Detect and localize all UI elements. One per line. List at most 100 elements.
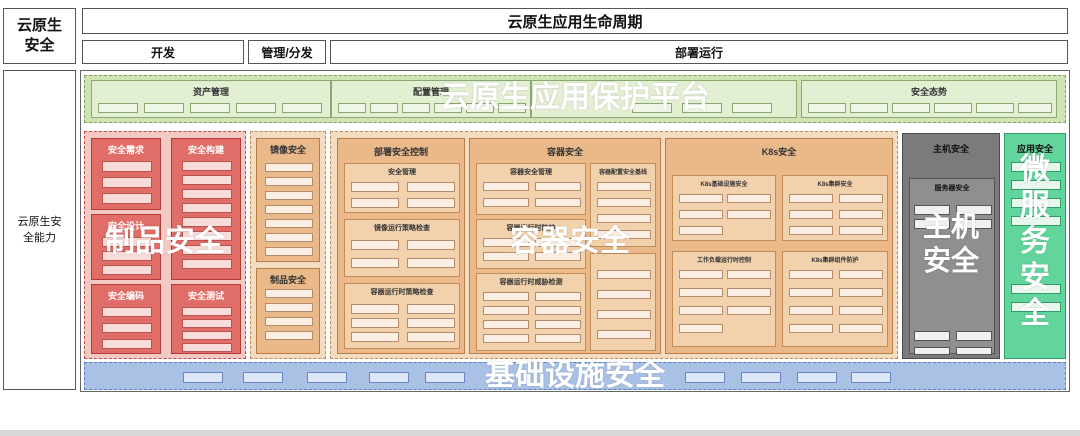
artifact-mgmt-column: 制品安全	[256, 268, 320, 354]
config-box	[498, 103, 526, 113]
runtime-policy-item	[351, 318, 399, 328]
build-item	[182, 245, 232, 255]
c-detect-item	[597, 330, 651, 339]
k8s-infra-item	[679, 226, 723, 235]
middle-group	[531, 80, 797, 118]
c-sec-mgmt-item	[483, 182, 529, 191]
c-detect-item	[597, 270, 651, 279]
k8s-infra-item	[679, 210, 723, 219]
k8s-cluster-item	[839, 194, 883, 203]
platform-overlay: 云原生应用保护平台	[440, 81, 710, 114]
c-sec-mgmt-item	[483, 198, 529, 207]
c-runtime-protect-item	[535, 238, 581, 247]
test-item	[182, 343, 232, 352]
corner-title: 云原生安全	[3, 8, 76, 64]
image-item	[265, 163, 313, 172]
container-title: 容器安全	[546, 147, 583, 157]
artifact-mgmt-item	[265, 303, 313, 312]
config-box	[370, 103, 398, 113]
server-title: 服务器安全	[934, 185, 970, 192]
design-title: 安全设计	[107, 221, 144, 231]
k8s-column: K8s安全 K8s基础设施安全 K8s集群安全 工作负载运行时控制	[665, 138, 893, 354]
runtime-policy-title: 容器运行时策略检查	[370, 289, 434, 296]
infra-item	[183, 372, 223, 383]
build-item	[182, 217, 232, 227]
c-sec-mgmt-group: 容器安全管理	[476, 163, 586, 215]
c-runtime-protect-item	[483, 238, 529, 247]
page-bottom-strip	[0, 430, 1080, 436]
posture-box	[850, 103, 888, 113]
config-box	[338, 103, 366, 113]
c-baseline-item	[597, 182, 651, 191]
sec-mgmt-item	[351, 198, 399, 208]
runtime-policy-item	[351, 332, 399, 342]
server-item	[914, 331, 950, 341]
c-detect-item	[597, 310, 651, 319]
c-detect-item	[597, 290, 651, 299]
micro-panel: 应用安全	[1004, 133, 1066, 359]
artifact-panel: 安全需求 安全设计 安全编码 安全构建 安全测试	[84, 131, 246, 359]
server-item	[956, 205, 992, 215]
img-policy-item	[407, 258, 455, 268]
infra-panel	[84, 362, 1066, 390]
phase-run: 部署运行	[330, 40, 1068, 64]
img-policy-item	[407, 240, 455, 250]
k8s-infra-group: K8s基础设施安全	[672, 175, 776, 241]
design-item	[102, 237, 152, 247]
build-column: 安全构建	[171, 138, 241, 280]
artifact-mgmt-title: 制品安全	[269, 275, 306, 285]
c-threat-item	[483, 334, 529, 343]
req-item	[102, 193, 152, 204]
k8s-cluster-item	[839, 210, 883, 219]
sec-mgmt-item	[351, 182, 399, 192]
k8s-title: K8s安全	[761, 147, 797, 157]
img-policy-item	[351, 258, 399, 268]
micro-item	[1011, 284, 1061, 294]
artifact-mgmt-item	[265, 289, 313, 298]
img-policy-item	[351, 240, 399, 250]
artifact-overlay: 制品安全	[105, 225, 225, 258]
deploy-title: 部署安全控制	[373, 147, 428, 157]
k8s-infra-title: K8s基础设施安全	[700, 182, 748, 188]
code-item	[102, 323, 152, 333]
c-threat-title: 容器运行时威胁检测	[499, 279, 563, 286]
asset-box	[98, 103, 138, 113]
c-threat-group: 容器运行时威胁检测	[476, 273, 586, 351]
posture-box	[892, 103, 930, 113]
k8s-infra-item	[679, 194, 723, 203]
c-sec-mgmt-title: 容器安全管理	[510, 169, 552, 176]
build-item	[182, 161, 232, 171]
c-sec-mgmt-item	[535, 182, 581, 191]
code-title: 安全编码	[107, 291, 144, 301]
workload-item	[727, 306, 771, 315]
runtime-policy-item	[351, 304, 399, 314]
middle-box	[632, 103, 672, 113]
micro-item	[1011, 216, 1061, 226]
k8s-component-item	[789, 288, 833, 297]
config-title: 配置管理	[412, 87, 449, 97]
workload-item	[727, 288, 771, 297]
c-runtime-protect-item	[483, 252, 529, 261]
micro-item	[1011, 198, 1061, 208]
server-group: 服务器安全	[909, 178, 995, 355]
k8s-cluster-title: K8s集群安全	[817, 182, 853, 188]
test-column: 安全测试	[171, 284, 241, 354]
design-item	[102, 251, 152, 261]
k8s-component-item	[789, 270, 833, 279]
build-item	[182, 175, 232, 185]
test-item	[182, 319, 232, 328]
config-box	[434, 103, 462, 113]
k8s-cluster-item	[789, 226, 833, 235]
code-item	[102, 307, 152, 317]
host-overlay: 主机 安全	[922, 211, 979, 276]
c-runtime-protect-item	[535, 252, 581, 261]
k8s-cluster-item	[789, 194, 833, 203]
runtime-policy-item	[407, 304, 455, 314]
req-item	[102, 161, 152, 172]
infra-item	[797, 372, 837, 383]
workload-item	[679, 324, 723, 333]
infra-item	[851, 372, 891, 383]
infra-item	[369, 372, 409, 383]
server-item	[956, 331, 992, 341]
test-item	[182, 307, 232, 316]
